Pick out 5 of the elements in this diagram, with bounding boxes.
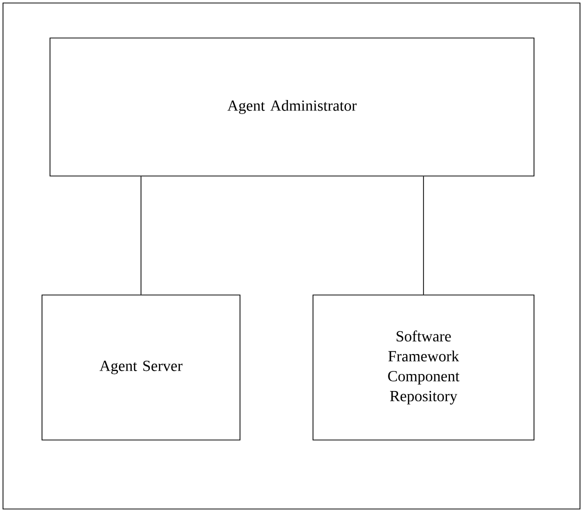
box: Agent Administrator	[50, 38, 534, 176]
connector-line	[423, 176, 424, 295]
box: Agent Server	[42, 294, 240, 440]
box: Software Framework Component Repository	[312, 294, 534, 440]
connector-line	[140, 176, 142, 295]
